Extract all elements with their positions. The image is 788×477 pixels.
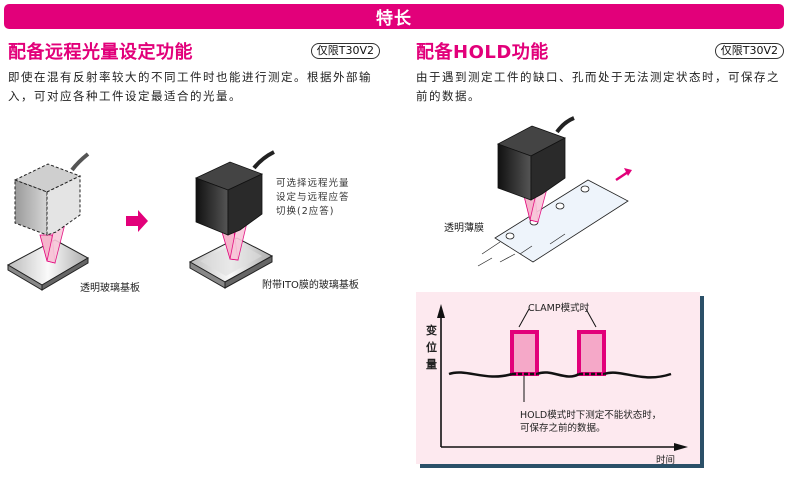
remote-light-section: 配备远程光量设定功能 仅限T30V2 即使在混有反射率较大的不同工件时也能进行测… <box>8 38 380 106</box>
clamp-label: CLAMP模式时 <box>528 303 590 314</box>
note-line: 可保存之前的数据。 <box>520 423 606 434</box>
clear-glass-label: 透明玻璃基板 <box>80 283 140 294</box>
leader-line <box>585 308 597 328</box>
movement-arrow-icon <box>615 168 632 182</box>
banner-title: 特长 <box>376 9 412 29</box>
remote-light-illustration <box>6 150 275 291</box>
remote-note: 可选择远程光量 设定与远程应答 切换(2应答) <box>276 177 350 219</box>
y-axis-arrow-icon <box>437 304 445 318</box>
section-description: 由于遇到测定工件的缺口、孔而处于无法测定状态时，可保存之前的数据。 <box>416 70 780 103</box>
sensor-solid <box>497 125 566 201</box>
model-badge: 仅限T30V2 <box>714 43 784 59</box>
sensor-solid <box>194 161 264 236</box>
section-title: 配备远程光量设定功能 <box>8 42 193 63</box>
section-header: 配备远程光量设定功能 仅限T30V2 <box>8 38 380 64</box>
note-line: 设定与远程应答 <box>276 192 350 203</box>
feature-banner: 特长 <box>4 4 784 29</box>
hold-note: HOLD模式时下测定不能状态时， 可保存之前的数据。 <box>520 409 661 435</box>
sensor-cable <box>252 150 275 170</box>
hold-diagram: 变位量 时间 CLAMP模式时 HOLD模式时下测定不能状态时， 可保存之前的数… <box>416 292 700 466</box>
model-badge: 仅限T30V2 <box>310 43 380 59</box>
sensor-cable <box>70 152 90 172</box>
leader-line <box>518 308 530 328</box>
clamp-pulse <box>577 330 606 376</box>
arrow-right-icon <box>126 210 148 232</box>
x-axis-arrow-icon <box>674 443 688 451</box>
section-description: 即使在混有反射率较大的不同工件时也能进行测定。根据外部输入，可对应各种工件设定最… <box>8 70 372 103</box>
glass-plate-clear <box>6 239 90 291</box>
ito-glass-label: 附带ITO膜的玻璃基板 <box>262 280 359 291</box>
section-header: 配备HOLD功能 仅限T30V2 <box>416 38 784 64</box>
section-title: 配备HOLD功能 <box>416 42 549 63</box>
signal-wave <box>536 371 580 378</box>
hold-illustration <box>477 116 632 267</box>
sensor-cable <box>555 116 575 134</box>
x-axis-label: 时间 <box>656 455 676 466</box>
transparent-film <box>477 179 629 267</box>
note-line: 切换(2应答) <box>276 206 335 217</box>
clamp-pulse <box>510 330 539 376</box>
film-label: 透明薄膜 <box>444 223 484 234</box>
sensor-dashed <box>13 163 82 236</box>
y-axis-label: 变位量 <box>426 324 437 371</box>
signal-wave <box>603 371 672 379</box>
signal-wave <box>448 371 513 378</box>
hold-diagram-plot <box>437 304 688 451</box>
note-line: 可选择远程光量 <box>276 178 350 189</box>
note-line: HOLD模式时下测定不能状态时， <box>520 410 662 421</box>
hold-function-section: 配备HOLD功能 仅限T30V2 由于遇到测定工件的缺口、孔而处于无法测定状态时… <box>416 38 784 106</box>
